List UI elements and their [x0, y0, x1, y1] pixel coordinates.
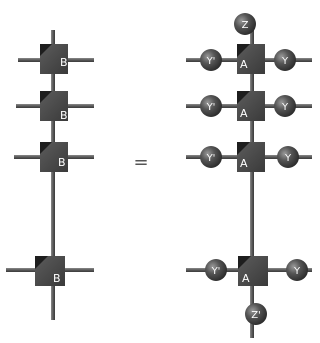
- node-y-prime-1: [200, 49, 222, 71]
- node-y-prime-3-label: Y': [206, 153, 216, 164]
- node-z: Z: [234, 13, 256, 35]
- left-tensor-4: B: [35, 256, 65, 286]
- node-y-3: [277, 146, 299, 168]
- right-row-4: Y' A Y: [205, 256, 308, 286]
- left-tensor-1: B: [40, 44, 68, 74]
- left-tensor-1-label: B: [60, 56, 68, 69]
- right-vertical-bond: [250, 18, 254, 338]
- node-y-1-label: Y: [281, 56, 289, 67]
- node-y-2: [274, 95, 296, 117]
- left-tensor-4-label: B: [53, 272, 61, 285]
- left-network: B B B B: [6, 30, 94, 320]
- tensor-a-3-label: A: [240, 157, 248, 170]
- right-network: Z Y' A Y Y' A Y Y' A: [186, 13, 312, 338]
- node-z-prime-label: Z': [251, 310, 261, 321]
- right-row-1: Y' A Y: [200, 44, 296, 74]
- node-z-label: Z: [242, 20, 249, 31]
- left-tensor-3: B: [40, 142, 68, 172]
- right-row-3: Y' A Y: [200, 142, 299, 172]
- equals-sign: =: [133, 152, 149, 173]
- node-z-prime: Z': [245, 303, 267, 325]
- tensor-a-2-label: A: [240, 107, 248, 120]
- node-y-prime-4-label: Y': [211, 266, 221, 277]
- node-y-prime-4: [205, 259, 227, 281]
- node-y-4: [286, 259, 308, 281]
- node-y-1: [274, 49, 296, 71]
- node-y-prime-3: [200, 146, 222, 168]
- node-y-2-label: Y: [281, 102, 289, 113]
- left-tensor-2: B: [40, 91, 68, 122]
- tensor-a-1-label: A: [240, 58, 248, 71]
- left-tensor-2-label: B: [60, 109, 68, 122]
- node-y-3-label: Y: [284, 153, 292, 164]
- node-y-prime-1-label: Y': [206, 56, 216, 67]
- node-y-4-label: Y: [293, 266, 301, 277]
- tensor-a-4-label: A: [242, 272, 250, 285]
- right-row-2: Y' A Y: [200, 91, 296, 121]
- left-tensor-3-label: B: [58, 156, 66, 169]
- node-y-prime-2: [200, 95, 222, 117]
- left-vertical-bond: [51, 30, 55, 320]
- node-y-prime-2-label: Y': [206, 102, 216, 113]
